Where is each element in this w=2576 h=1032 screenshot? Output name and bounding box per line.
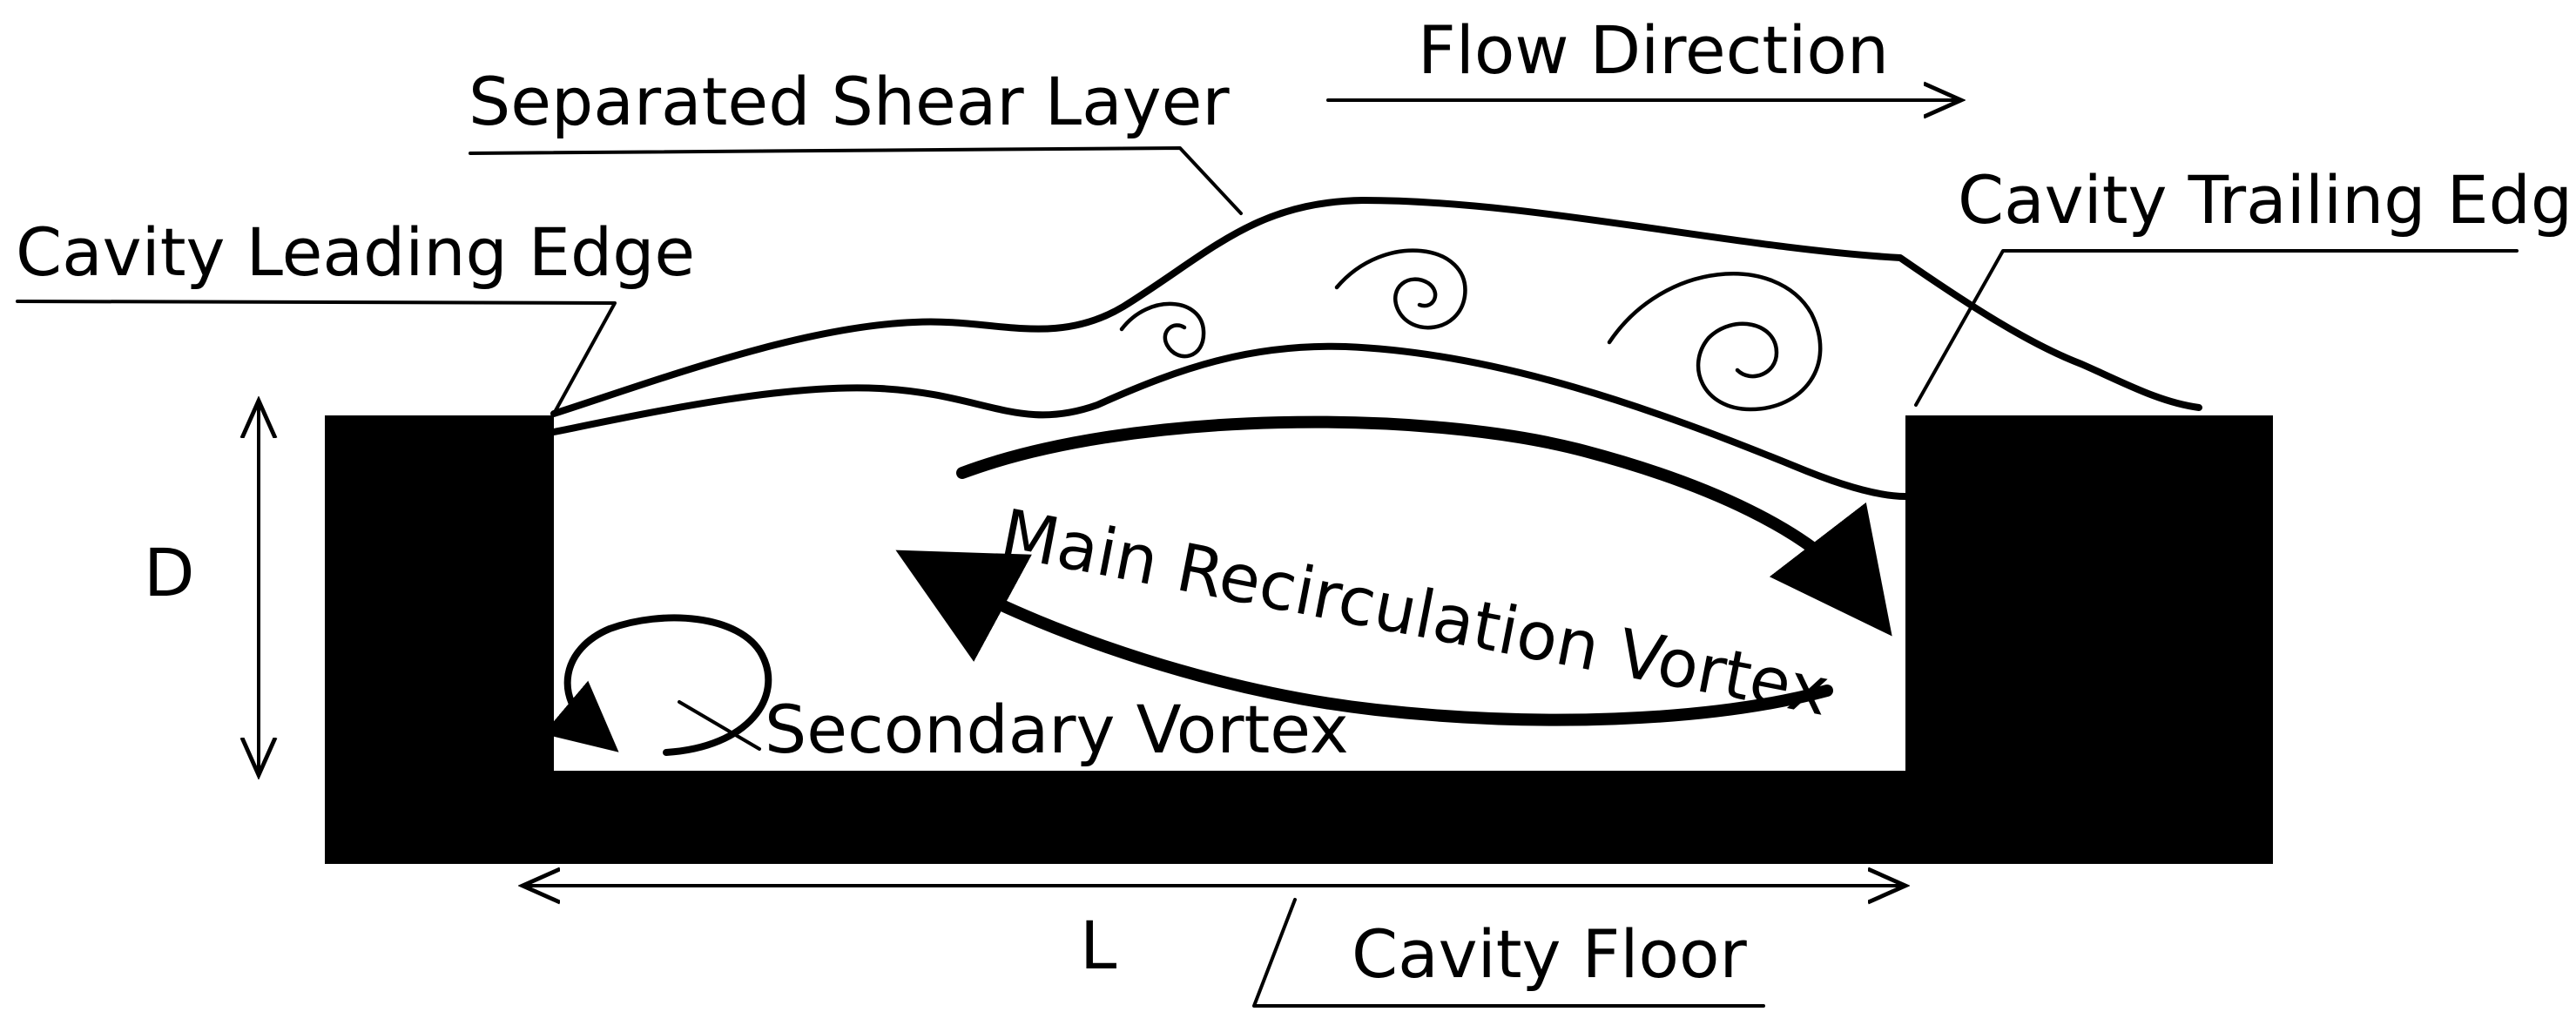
cavity-floor-label: Cavity Floor — [1352, 915, 1747, 993]
cavity-floor-leader — [1252, 898, 1765, 1008]
separated-shear-layer-label: Separated Shear Layer — [469, 63, 1230, 140]
length-label: L — [1080, 907, 1116, 984]
depth-label: D — [144, 534, 195, 611]
shear-vortex-medium-icon — [1334, 248, 1467, 330]
separated-shear-layer-leader — [469, 146, 1243, 215]
secondary-vortex-arrow — [543, 614, 772, 756]
secondary-vortex-label: Secondary Vortex — [765, 691, 1349, 768]
secondary-vortex-leader — [678, 700, 761, 751]
cavity-trailing-edge-leader — [1914, 249, 2519, 407]
main-vortex-lower-arrow — [895, 550, 1833, 726]
shear-layer-upper-boundary — [550, 197, 2202, 417]
cavity-leading-edge-label: Cavity Leading Edge — [16, 213, 695, 291]
main-vortex-upper-arrow — [956, 415, 1892, 637]
cavity-trailing-edge-label: Cavity Trailing Edge — [1958, 161, 2576, 239]
shear-vortex-small-icon — [1119, 301, 1206, 359]
shear-vortex-large-icon — [1607, 272, 1823, 412]
flow-direction-label: Flow Direction — [1418, 11, 1889, 89]
cavity-leading-edge-leader — [16, 300, 617, 415]
shear-layer-lower-boundary — [550, 342, 1909, 500]
cavity-body — [325, 415, 2273, 864]
